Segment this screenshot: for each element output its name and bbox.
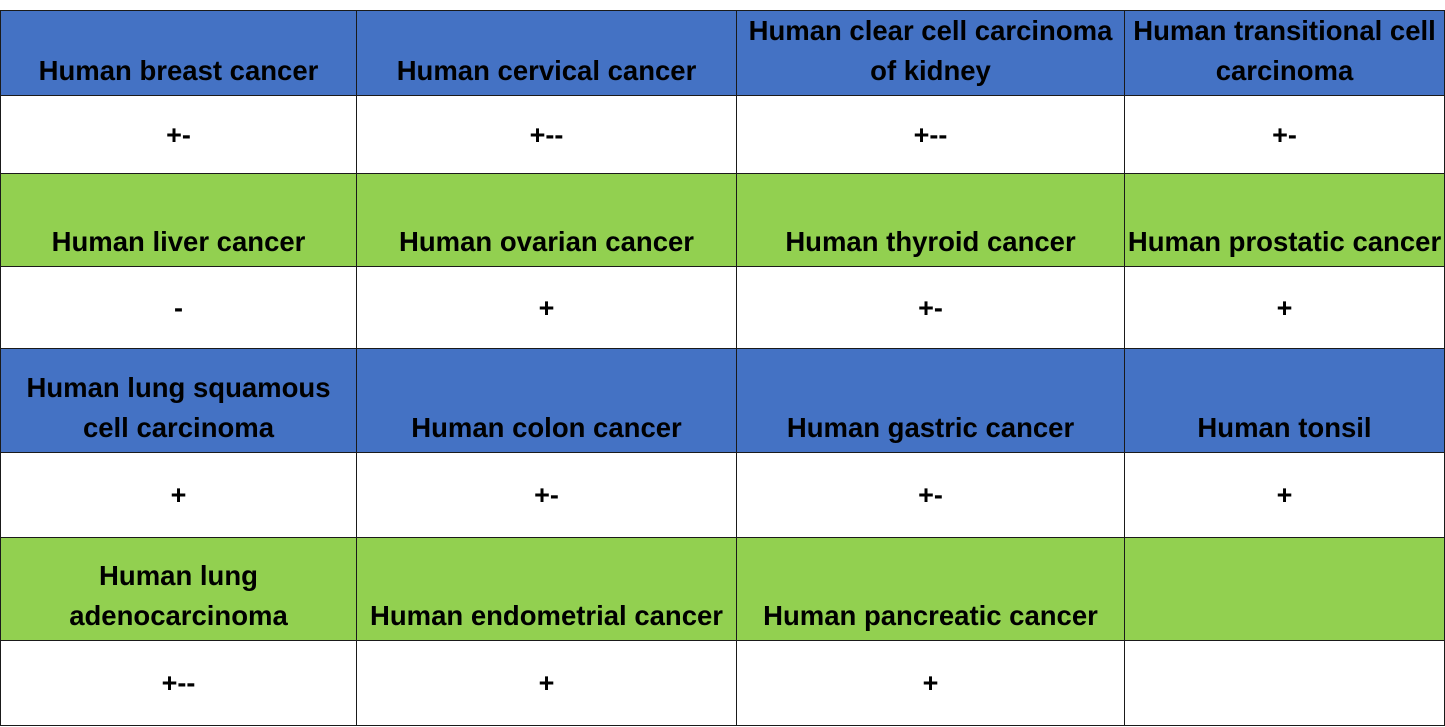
cancer-type-label: Human lung squamous cell carcinoma [0,348,357,453]
cancer-type-label: Human prostatic cancer [1124,173,1445,267]
header-row-3: Human lung squamous cell carcinoma Human… [0,348,1445,453]
empty-label-cell [1124,537,1445,641]
result-value: + [356,266,737,349]
result-value: +- [1124,95,1445,174]
result-value: +-- [736,95,1125,174]
cancer-type-label: Human clear cell carcinoma of kidney [736,10,1125,96]
result-value: - [0,266,357,349]
cancer-type-label: Human liver cancer [0,173,357,267]
result-value: +- [356,452,737,538]
header-row-1: Human breast cancer Human cervical cance… [0,10,1445,96]
header-row-2: Human liver cancer Human ovarian cancer … [0,173,1445,267]
result-value: +- [0,95,357,174]
cancer-type-label: Human lung adenocarcinoma [0,537,357,641]
result-value: + [1124,266,1445,349]
cancer-type-label: Human tonsil [1124,348,1445,453]
cancer-type-label: Human pancreatic cancer [736,537,1125,641]
value-row-4: +-- + + [0,640,1445,726]
cancer-type-label: Human breast cancer [0,10,357,96]
cancer-type-label: Human ovarian cancer [356,173,737,267]
result-value: + [1124,452,1445,538]
cancer-type-label: Human endometrial cancer [356,537,737,641]
cancer-type-label: Human gastric cancer [736,348,1125,453]
result-value: +-- [356,95,737,174]
cancer-type-label: Human cervical cancer [356,10,737,96]
cancer-type-label: Human thyroid cancer [736,173,1125,267]
value-row-1: +- +-- +-- +- [0,95,1445,174]
cancer-type-label: Human colon cancer [356,348,737,453]
result-value: +- [736,266,1125,349]
result-value: + [0,452,357,538]
result-value: +-- [0,640,357,726]
value-row-2: - + +- + [0,266,1445,349]
result-value: + [736,640,1125,726]
cancer-type-label: Human transitional cell carcinoma [1124,10,1445,96]
empty-value-cell [1124,640,1445,726]
value-row-3: + +- +- + [0,452,1445,538]
result-value: +- [736,452,1125,538]
header-row-4: Human lung adenocarcinoma Human endometr… [0,537,1445,641]
result-value: + [356,640,737,726]
cancer-results-table: Human breast cancer Human cervical cance… [0,10,1445,726]
